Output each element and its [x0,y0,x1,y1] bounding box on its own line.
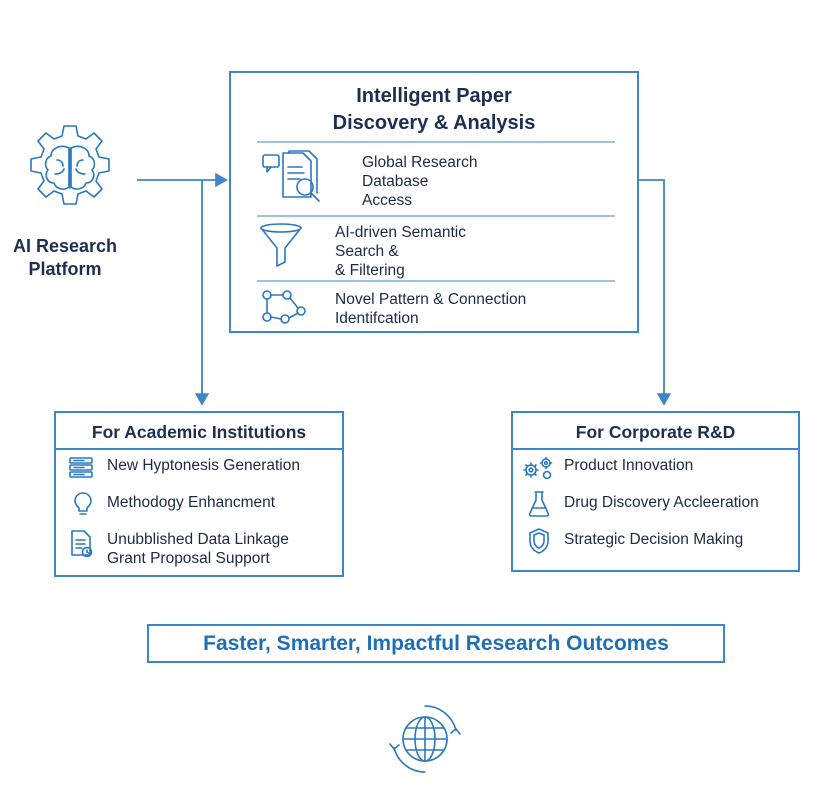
platform-label: AI Research Platform [0,235,130,281]
discovery-divider-1 [257,141,615,143]
discovery-item-2-line3: & Filtering [335,262,405,279]
network-nodes-icon [262,290,306,324]
shield-check-icon [529,528,549,554]
outcome-banner: Faster, Smarter, Impactful Research Outc… [147,624,725,663]
corporate-item-2: Drug Discovery Accleeration [564,494,759,511]
academic-item-4: Grant Proposal Support [107,550,270,567]
discovery-item-1: Global Research Database Access [362,153,477,210]
discovery-title-line1: Intelligent Paper [356,85,512,107]
academic-title: For Academic Institutions [91,422,307,442]
platform-label-line1: AI Research [12,236,118,256]
discovery-item-2-line2: Search & [335,243,399,260]
globe-cycle-icon [389,705,461,773]
lightbulb-icon [74,492,92,515]
discovery-item-3-line2: Identifcation [335,310,419,327]
academic-item-3: Unubblished Data Linkage [107,531,289,548]
discovery-item-1-line1: Global Research [362,154,478,171]
to-corporate-arrow [639,179,672,406]
academic-divider [56,448,342,450]
outcome-label: Faster, Smarter, Impactful Research Outc… [203,631,669,655]
discovery-divider-3 [257,280,615,282]
document-clock-icon [71,530,93,558]
corporate-divider [513,448,798,450]
brain-gear-icon [30,125,110,205]
corporate-item-3: Strategic Decision Making [564,531,744,548]
corporate-title: For Corporate R&D [575,422,736,442]
discovery-box: Intelligent Paper Discovery & Analysis G… [229,71,639,333]
gears-icon [523,456,553,480]
discovery-item-1-line2: Database [362,173,429,190]
documents-search-icon [262,150,320,202]
corporate-box: For Corporate R&D Product Innovation Dru… [511,411,800,572]
discovery-item-1-line3: Access [362,192,412,209]
discovery-item-3-line1: Novel Pattern & Connection [335,291,527,308]
funnel-icon [260,223,302,267]
flask-icon [528,491,550,517]
discovery-title: Intelligent Paper Discovery & Analysis [231,83,637,137]
discovery-item-3: Novel Pattern & Connection Identifcation [335,290,526,328]
corporate-item-1: Product Innovation [564,457,694,474]
discovery-item-2-line1: AI-driven Semantic [335,224,466,241]
stacked-books-icon [69,457,93,478]
academic-box: For Academic Institutions New Hyptonesis… [54,411,344,577]
academic-item-2: Methodogy Enhancment [107,494,276,511]
discovery-item-2: AI-driven Semantic Search & & Filtering [335,223,466,280]
platform-label-line2: Platform [28,259,102,279]
academic-item-1: New Hyptonesis Generation [107,457,300,474]
discovery-title-line2: Discovery & Analysis [332,112,536,134]
discovery-divider-2 [257,215,615,217]
